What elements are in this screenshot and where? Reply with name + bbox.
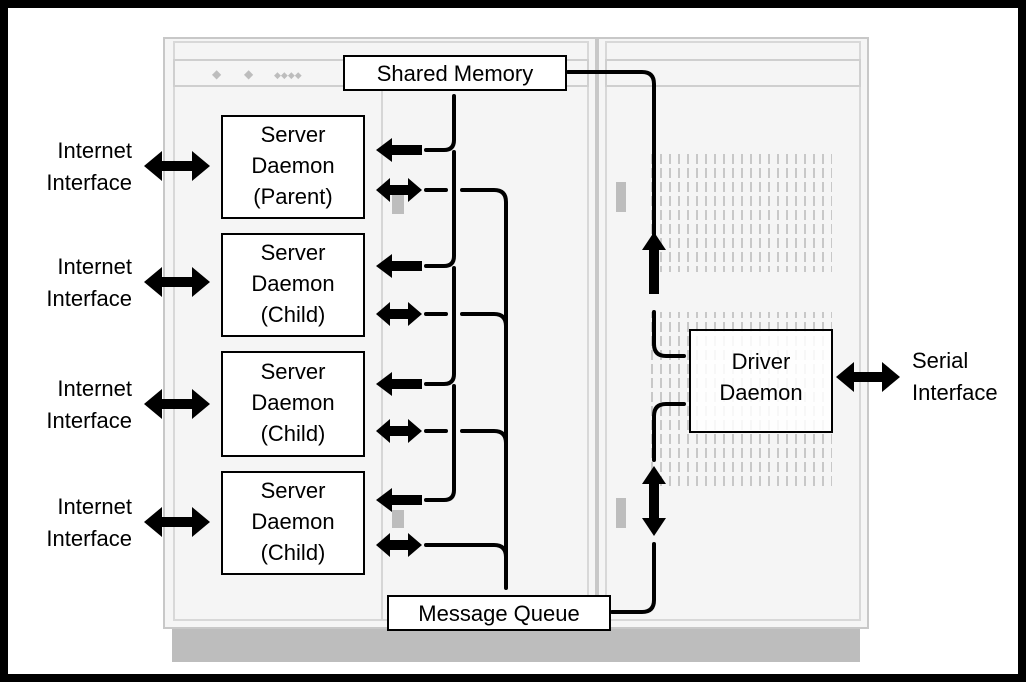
- mq-arrow-4: [376, 533, 422, 557]
- server-3-line3: (Child): [261, 421, 326, 446]
- driver-daemon-box: Driver Daemon: [689, 329, 833, 433]
- svg-text:◆◆◆◆: ◆◆◆◆: [274, 70, 302, 80]
- cabinet-illustration: ◆ ◆ ◆◆◆◆: [163, 37, 869, 662]
- driver-label-line2: Daemon: [719, 380, 802, 405]
- mq-link-4: [424, 543, 508, 559]
- server-2-line1: Server: [261, 240, 326, 265]
- serial-label: Serial Interface: [912, 348, 998, 405]
- server-daemon-box-1: Server Daemon (Parent): [221, 115, 365, 219]
- internet-2-line2: Interface: [46, 286, 132, 311]
- mq-arrow-2: [376, 302, 422, 326]
- serial-line2: Interface: [912, 380, 998, 405]
- internet-4-line1: Internet: [57, 494, 132, 519]
- shm-arrow-3: [376, 372, 422, 396]
- internet-arrow-2: [144, 267, 210, 297]
- server-daemon-box-3: Server Daemon (Child): [221, 351, 365, 457]
- shm-to-driver-top: [566, 70, 656, 238]
- internet-arrow-3: [144, 389, 210, 419]
- mq-arrow-1: [376, 178, 422, 202]
- internet-3-line1: Internet: [57, 376, 132, 401]
- vent-grille-top: [644, 152, 832, 272]
- shm-arrow-2: [376, 254, 422, 278]
- shm-link-3: [424, 266, 456, 386]
- internet-arrow-4: [144, 507, 210, 537]
- serial-arrow: [836, 362, 900, 392]
- internet-3-line2: Interface: [46, 408, 132, 433]
- server-2-line2: Daemon: [251, 271, 334, 296]
- internet-arrows: [144, 151, 900, 537]
- server-4-line3: (Child): [261, 540, 326, 565]
- internet-labels: Internet Interface Internet Interface In…: [46, 138, 132, 551]
- shm-link-4: [424, 384, 456, 502]
- internet-1-line1: Internet: [57, 138, 132, 163]
- svg-text:◆: ◆: [212, 67, 222, 81]
- mq-to-driver-bottom: [610, 542, 656, 614]
- connectors: [424, 70, 686, 614]
- serial-line1: Serial: [912, 348, 968, 373]
- mq-arrow-3: [376, 419, 422, 443]
- driver-bidir-arrow: [642, 466, 666, 536]
- driver-up-arrow: [642, 232, 666, 294]
- server-1-line1: Server: [261, 122, 326, 147]
- message-queue-label: Message Queue: [418, 601, 579, 626]
- shm-arrow-1: [376, 138, 422, 162]
- internet-2-line1: Internet: [57, 254, 132, 279]
- server-daemon-box-2: Server Daemon (Child): [221, 233, 365, 337]
- server-4-line2: Daemon: [251, 509, 334, 534]
- server-daemon-box-4: Server Daemon (Child): [221, 471, 365, 575]
- driver-label-line1: Driver: [732, 349, 791, 374]
- mq-trunk: [460, 188, 508, 590]
- server-3-line1: Server: [261, 359, 326, 384]
- internet-1-line2: Interface: [46, 170, 132, 195]
- server-3-line2: Daemon: [251, 390, 334, 415]
- server-arrows: [376, 138, 666, 557]
- svg-text:◆: ◆: [244, 67, 254, 81]
- server-4-line1: Server: [261, 478, 326, 503]
- mq-to-driver-top: [652, 402, 686, 462]
- shared-memory-label: Shared Memory: [377, 61, 534, 86]
- internet-4-line2: Interface: [46, 526, 132, 551]
- internet-arrow-1: [144, 151, 210, 181]
- server-1-line3: (Parent): [253, 184, 332, 209]
- server-1-line2: Daemon: [251, 153, 334, 178]
- shm-to-driver-bottom: [652, 310, 686, 358]
- server-2-line3: (Child): [261, 302, 326, 327]
- message-queue-box: Message Queue: [387, 595, 611, 631]
- shared-memory-box: Shared Memory: [343, 55, 567, 91]
- shm-arrow-4: [376, 488, 422, 512]
- shm-link-1: [424, 94, 456, 152]
- shm-link-2: [424, 150, 456, 268]
